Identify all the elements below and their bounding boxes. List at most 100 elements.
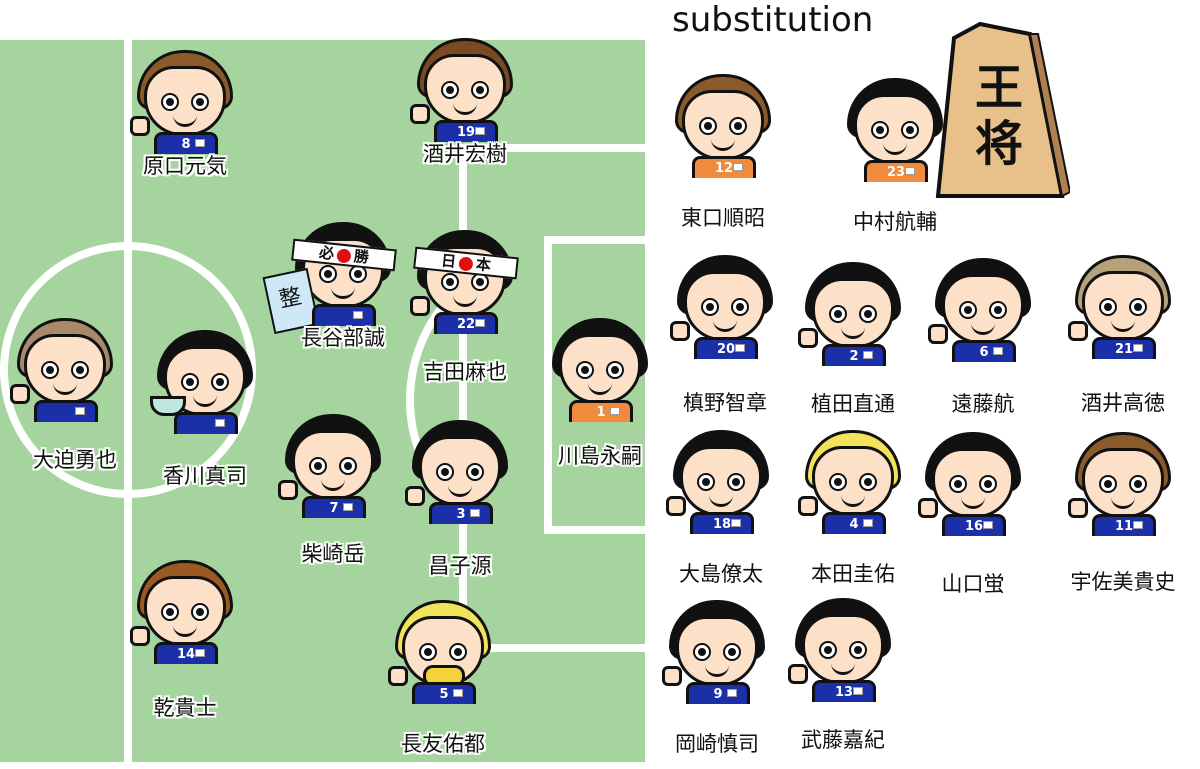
hand-icon [388,666,408,686]
jersey-number: 5 [412,682,476,704]
player-shibasaki[interactable]: 7 柴崎岳 [268,414,398,566]
shogi-piece-label: 王将 [974,60,1023,172]
jersey-number: 21 [1092,337,1156,359]
player-name: 長谷部誠 [301,326,385,350]
jersey-number: 19 [434,120,498,142]
rising-sun-icon [336,247,352,264]
player-name: 大島僚太 [679,562,763,586]
sub-ueda[interactable]: 2 植田直通 [788,262,918,416]
face [164,346,246,416]
face [292,430,374,500]
player-kawashima[interactable]: 1 川島永嗣 [535,318,665,468]
face [812,278,894,348]
face [1082,271,1164,341]
sub-nakamura[interactable]: 23 中村航輔 [830,78,960,234]
sub-sakai-gotoku[interactable]: 21 酒井高徳 [1058,255,1188,415]
sub-higashiguchi[interactable]: 12 東口順昭 [658,74,788,230]
sub-okazaki[interactable]: 9 岡崎慎司 [652,600,782,756]
hand-icon [798,496,818,516]
player-name: 乾貴士 [153,696,217,720]
penalty-arc [406,280,463,520]
hand-icon [278,480,298,500]
hand-icon [410,104,430,124]
jersey-number: 22 [434,312,498,334]
player-nagatomo[interactable]: 5 長友佑都 [378,600,508,756]
shogi-piece-icon: 王将 [930,20,1070,200]
hand-icon [798,328,818,348]
player-inui[interactable]: 14 乾貴士 [120,560,250,720]
face [559,334,641,404]
penalty-box [459,144,645,652]
player-name: 酒井高徳 [1081,391,1165,415]
face [402,616,484,687]
player-hasebe[interactable]: 必勝 整 長谷部誠 [262,222,408,352]
jersey-number: 18 [690,512,754,534]
hand-icon [1068,321,1088,341]
player-name: 槙野智章 [683,391,767,415]
player-name: 植田直通 [811,392,895,416]
jersey-number: 13 [812,680,876,702]
sub-usami[interactable]: 11 宇佐美貴史 [1058,432,1188,594]
player-name: 柴崎岳 [301,542,365,566]
sub-muto[interactable]: 13 武藤嘉紀 [778,598,908,752]
face [932,448,1014,518]
jersey-number: 12 [692,156,756,178]
face [1082,448,1164,518]
hand-icon [1068,498,1088,518]
jersey-number: 11 [1092,514,1156,536]
jersey-number: 23 [864,160,928,182]
face [684,271,766,341]
face [812,446,894,516]
face [802,614,884,684]
goal-area [544,236,645,534]
jersey-number: 1 [569,400,633,422]
player-haraguchi[interactable]: 8 原口元気 [120,50,250,180]
player-name: 川島永嗣 [558,444,642,468]
sub-yamaguchi[interactable]: 16 山口蛍 [908,432,1038,596]
player-name: 山口蛍 [941,572,1005,596]
player-name: 岡崎慎司 [675,732,759,756]
hand-icon [788,664,808,684]
player-name: 大迫勇也 [33,448,117,472]
player-name: 宇佐美貴史 [1070,570,1176,594]
jersey-number: 9 [686,682,750,704]
pitch-grass [0,40,645,762]
face [854,94,936,164]
face [144,66,226,136]
sub-makino[interactable]: 20 槙野智章 [660,255,790,415]
face [144,576,226,646]
player-sakai-hiroki[interactable]: 19 酒井宏樹 [400,38,530,168]
player-name: 昌子源 [428,554,492,578]
hand-icon [928,324,948,344]
player-shoji[interactable]: 3 昌子源 [395,420,525,578]
player-yoshida[interactable]: 日本 22 吉田麻也 [400,230,530,384]
hand-icon [666,496,686,516]
jersey-number: 16 [942,514,1006,536]
hand-icon [918,498,938,518]
player-name: 遠藤航 [951,392,1015,416]
player-name: 酒井宏樹 [423,142,507,166]
substitution-heading: substitution [672,0,874,40]
player-name: 武藤嘉紀 [801,728,885,752]
sub-honda[interactable]: 4 本田圭佑 [788,430,918,586]
player-name: 中村航輔 [853,210,937,234]
jersey-number: 8 [154,132,218,154]
sub-oshima[interactable]: 18 大島僚太 [656,430,786,586]
ramen-bowl-icon [150,396,186,416]
jersey-number: 6 [952,340,1016,362]
jersey-number [34,400,98,422]
player-kagawa[interactable]: 香川真司 [140,330,270,488]
face [676,616,758,686]
player-name: 香川真司 [163,464,247,488]
player-name: 東口順昭 [681,206,765,230]
jersey-number: 4 [822,512,886,534]
rising-sun-icon [458,255,474,272]
book-title: 整 [277,284,304,314]
hand-icon [662,666,682,686]
sub-endo[interactable]: 6 遠藤航 [918,258,1048,416]
jersey-number [174,412,238,434]
player-name: 長友佑都 [401,732,485,756]
player-name: 本田圭佑 [811,562,895,586]
face [419,436,501,506]
player-osako[interactable]: 大迫勇也 [0,318,130,472]
